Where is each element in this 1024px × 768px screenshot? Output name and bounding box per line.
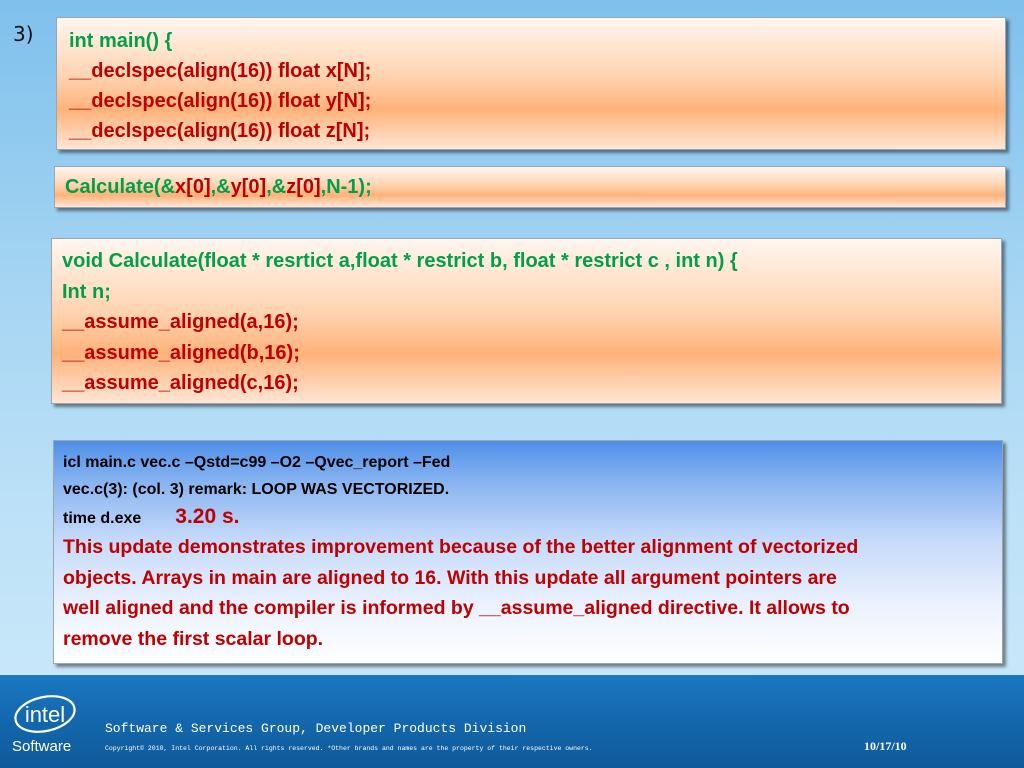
intel-logo: intel <box>14 695 76 733</box>
vectorization-remark: vec.c(3): (col. 3) remark: LOOP WAS VECT… <box>63 481 450 498</box>
call-arg-x: x[0] <box>175 176 211 198</box>
code-line-assume-b: __assume_aligned(b,16); <box>62 341 300 364</box>
explanation-line: objects. Arrays in main are aligned to 1… <box>63 566 837 589</box>
code-line-signature: void Calculate(float * resrtict a,float … <box>62 250 738 272</box>
copyright-notice: Copyright© 2010, Intel Corporation. All … <box>105 745 593 752</box>
footer-bar: intel Software Software & Services Group… <box>0 675 1024 768</box>
code-line-main: int main() { <box>69 30 173 52</box>
explanation-line: This update demonstrates improvement bec… <box>63 536 859 558</box>
calculate-call-line: Calculate(&x[0],&y[0],&z[0],N-1); <box>65 174 1005 201</box>
logo-wordmark: intel <box>25 702 65 727</box>
call-part: ,& <box>210 176 231 198</box>
time-label: time d.exe <box>63 510 142 527</box>
code-line-int-n: Int n; <box>62 280 111 303</box>
code-line-decl-x: __declspec(align(16)) float x[N]; <box>69 60 372 82</box>
calculate-function-box: void Calculate(float * resrtict a,float … <box>51 238 1002 404</box>
call-arg-z: z[0] <box>286 176 321 198</box>
code-line-assume-a: __assume_aligned(a,16); <box>62 311 299 333</box>
slide-number: 3) <box>13 22 34 46</box>
explanation-line: remove the first scalar loop. <box>63 627 324 650</box>
software-brand-label: Software <box>12 738 72 755</box>
call-arg-y: y[0] <box>230 176 267 198</box>
time-value: 3.20 s. <box>175 505 240 528</box>
time-line: time d.exe 3.20 s. <box>63 503 1002 532</box>
call-part: Calculate(& <box>65 176 176 198</box>
call-part: ,N-1); <box>320 176 372 198</box>
code-line-decl-y: __declspec(align(16)) float y[N]; <box>69 90 372 112</box>
results-box: icl main.c vec.c –Qstd=c99 –O2 –Qvec_rep… <box>53 440 1003 664</box>
main-declaration-box: int main() { __declspec(align(16)) float… <box>56 17 1006 150</box>
explanation-line: well aligned and the compiler is informe… <box>63 597 850 619</box>
call-part: ,& <box>266 176 287 198</box>
code-line-decl-z: __declspec(align(16)) float z[N]; <box>69 120 371 142</box>
code-line-assume-c: __assume_aligned(c,16); <box>62 372 299 394</box>
compile-command: icl main.c vec.c –Qstd=c99 –O2 –Qvec_rep… <box>63 454 451 471</box>
division-title: Software & Services Group, Developer Pro… <box>105 721 527 736</box>
slide-date: 10/17/10 <box>864 739 907 753</box>
calculate-call-box: Calculate(&x[0],&y[0],&z[0],N-1); <box>54 166 1006 208</box>
